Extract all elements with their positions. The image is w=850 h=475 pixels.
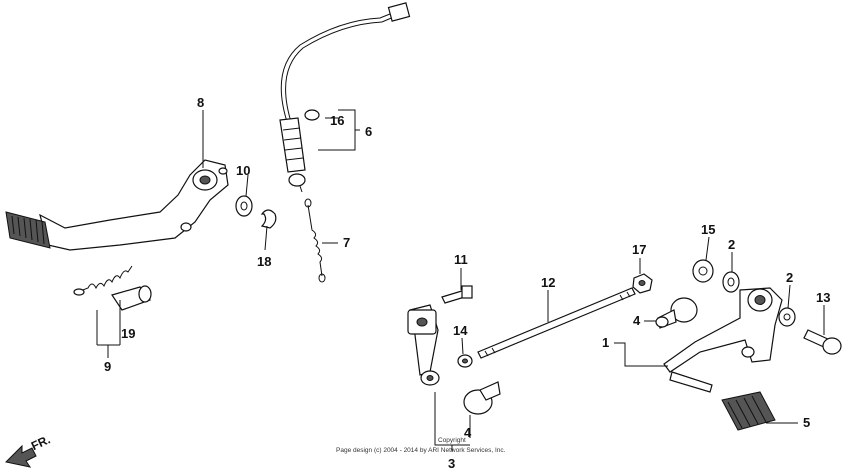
callout-17: 17 bbox=[632, 242, 646, 257]
callout-14: 14 bbox=[453, 323, 468, 338]
gearshift-pedal-part bbox=[663, 287, 783, 393]
callout-3: 3 bbox=[448, 456, 455, 471]
callout-13: 13 bbox=[816, 290, 830, 305]
callout-2-upper: 2 bbox=[728, 237, 735, 252]
callout-10: 10 bbox=[236, 163, 250, 178]
front-direction-indicator: FR. bbox=[4, 432, 52, 468]
washer-and-clip-parts bbox=[235, 195, 277, 229]
callout-4-upper: 4 bbox=[633, 313, 641, 328]
copyright-line-2: Page design (c) 2004 - 2014 by ARI Netwo… bbox=[336, 447, 506, 454]
callout-7: 7 bbox=[343, 235, 350, 250]
shift-arm-part bbox=[407, 285, 473, 386]
callout-labels: 8 10 18 19 9 16 6 7 11 14 12 17 15 2 2 1… bbox=[104, 95, 830, 471]
callout-9: 9 bbox=[104, 359, 111, 374]
pedal-spring-and-collar bbox=[73, 265, 152, 311]
rod-joint-upper bbox=[655, 297, 698, 329]
shift-rubber-part bbox=[721, 391, 776, 431]
leader-lines bbox=[96, 109, 825, 452]
nut-part bbox=[632, 273, 653, 294]
callout-18: 18 bbox=[257, 254, 271, 269]
callout-6: 6 bbox=[365, 124, 372, 139]
callout-16: 16 bbox=[330, 113, 344, 128]
callout-12: 12 bbox=[541, 275, 555, 290]
callout-19: 19 bbox=[121, 326, 135, 341]
callout-5: 5 bbox=[803, 415, 810, 430]
brake-pedal-part bbox=[5, 159, 229, 251]
washers-and-pivot-bolt bbox=[692, 259, 842, 355]
callout-1: 1 bbox=[602, 335, 609, 350]
callout-2-right: 2 bbox=[786, 270, 793, 285]
callout-11: 11 bbox=[454, 252, 468, 267]
shift-rod-part bbox=[477, 287, 636, 359]
switch-spring-part bbox=[304, 198, 326, 283]
stop-switch-part bbox=[279, 2, 411, 193]
rod-joint-lower bbox=[463, 381, 501, 415]
front-direction-label: FR. bbox=[29, 432, 52, 453]
copyright-line-1: Copyright bbox=[438, 437, 466, 444]
callout-8: 8 bbox=[197, 95, 204, 110]
callout-15: 15 bbox=[701, 222, 715, 237]
callout-4-lower: 4 bbox=[464, 425, 472, 440]
